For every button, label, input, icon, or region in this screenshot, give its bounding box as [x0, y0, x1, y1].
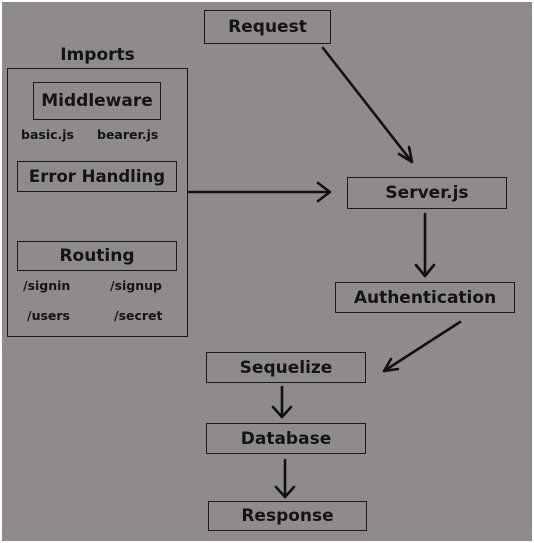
- imports-container: [7, 68, 188, 337]
- imports-title: Imports: [60, 45, 135, 65]
- route-secret: /secret: [114, 308, 163, 323]
- authentication-label: Authentication: [353, 287, 497, 308]
- route-signup: /signup: [110, 278, 162, 293]
- response-node: Response: [208, 501, 367, 531]
- route-users: /users: [27, 308, 70, 323]
- authentication-node: Authentication: [335, 282, 515, 313]
- routing-box: Routing: [17, 241, 177, 271]
- request-label: Request: [228, 17, 307, 37]
- error-handling-label: Error Handling: [28, 167, 166, 186]
- arrow-imports-to-server: [187, 181, 332, 203]
- database-node: Database: [206, 423, 366, 454]
- middleware-file-basic: basic.js: [21, 127, 74, 142]
- error-handling-box: Error Handling: [17, 161, 177, 192]
- middleware-box: Middleware: [33, 82, 161, 120]
- arrow-request-to-server: [321, 46, 414, 164]
- arrow-database-to-response: [274, 458, 296, 499]
- route-signin: /signin: [23, 278, 71, 293]
- arrow-sequelize-to-database: [271, 385, 293, 419]
- sequelize-label: Sequelize: [239, 357, 333, 378]
- arrow-authentication-to-sequelize: [382, 320, 462, 373]
- routing-label: Routing: [59, 246, 135, 266]
- server-label: Server.js: [385, 183, 469, 203]
- middleware-file-bearer: bearer.js: [97, 127, 159, 142]
- server-node: Server.js: [347, 177, 507, 209]
- arrow-server-to-authentication: [414, 212, 436, 278]
- sequelize-node: Sequelize: [206, 352, 366, 383]
- database-label: Database: [240, 428, 332, 449]
- middleware-label: Middleware: [41, 91, 153, 111]
- response-label: Response: [241, 506, 334, 526]
- request-node: Request: [204, 10, 331, 44]
